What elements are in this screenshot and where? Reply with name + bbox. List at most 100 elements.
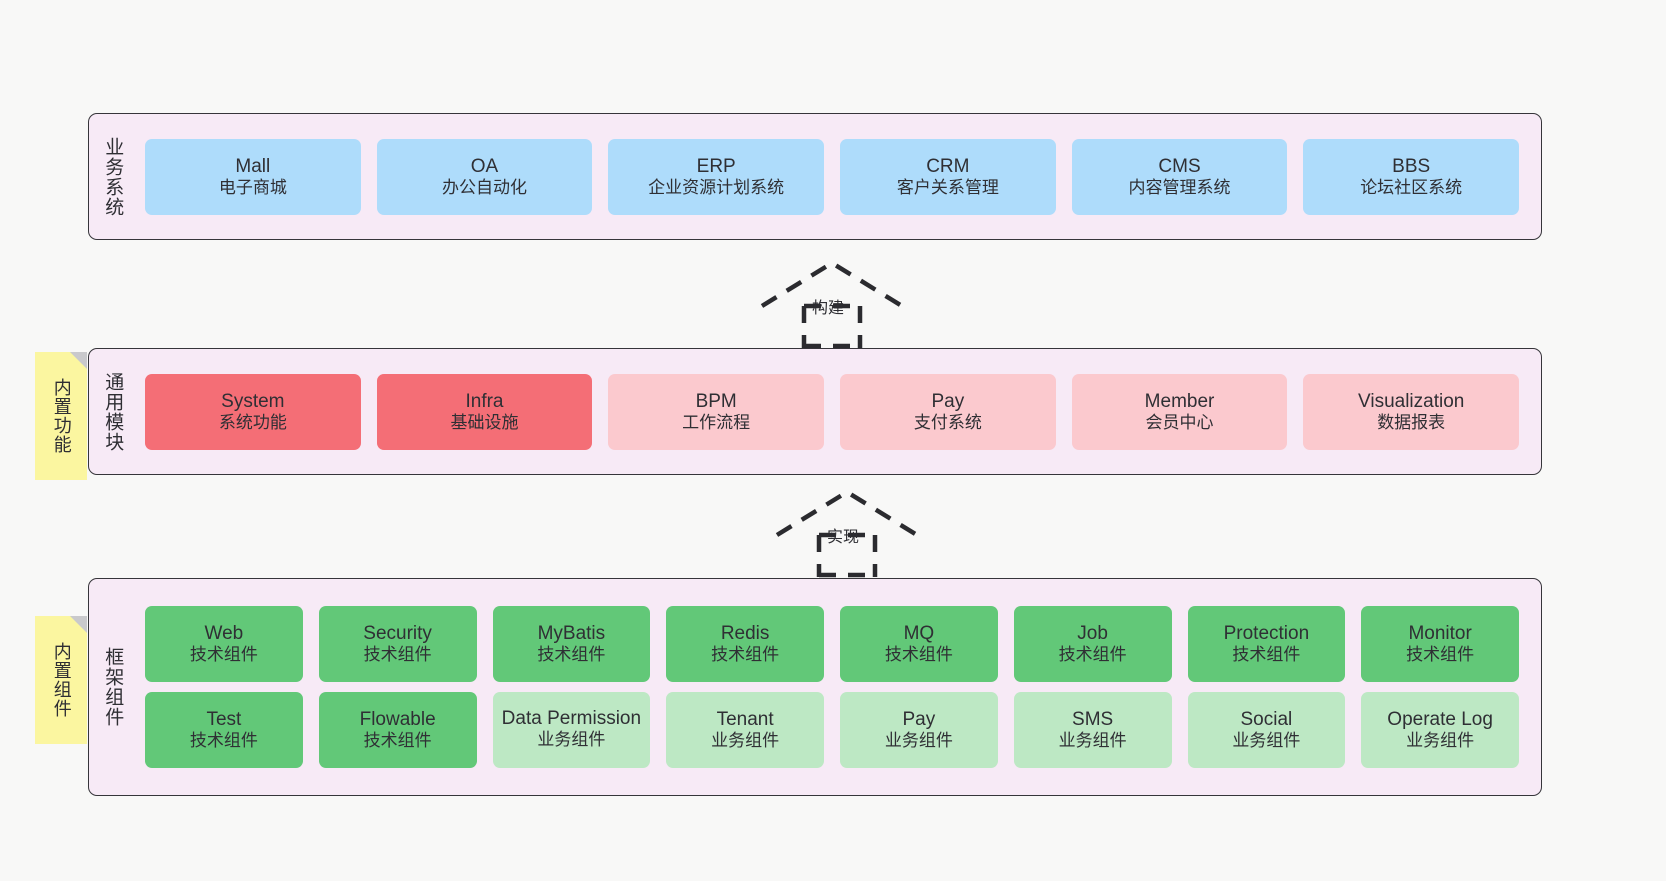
card-mall-en: Mall <box>235 155 271 177</box>
card-data-permission-cn: 业务组件 <box>537 730 606 750</box>
card-cms-cn: 内容管理系统 <box>1128 177 1231 197</box>
card-web-en: Web <box>204 623 244 645</box>
card-oa[interactable]: OA 办公自动化 <box>376 138 593 215</box>
card-oa-cn: 办公自动化 <box>442 177 527 197</box>
card-bpm-en: BPM <box>695 390 737 412</box>
band-business-systems-cards: Mall 电子商城 OA 办公自动化 ERP 企业资源计划系统 CRM 客户关系… <box>135 114 1541 239</box>
band-common-modules-title: 通用模块 <box>102 371 124 452</box>
card-tenant-cn: 业务组件 <box>711 731 780 751</box>
card-member[interactable]: Member 会员中心 <box>1071 373 1288 450</box>
card-redis[interactable]: Redis 技术组件 <box>666 606 824 682</box>
card-mq-cn: 技术组件 <box>884 645 953 665</box>
card-system-cn: 系统功能 <box>218 412 287 432</box>
card-pay-component-cn: 业务组件 <box>884 731 953 751</box>
card-mq-en: MQ <box>903 623 935 645</box>
band-framework-components-cards: Web 技术组件 Security 技术组件 MyBatis 技术组件 Redi… <box>135 579 1541 795</box>
card-mall[interactable]: Mall 电子商城 <box>145 138 361 215</box>
card-bpm[interactable]: BPM 工作流程 <box>608 373 825 450</box>
band-common-modules-cards: System 系统功能 Infra 基础设施 BPM 工作流程 Pay 支付系统… <box>135 349 1541 474</box>
card-security-cn: 技术组件 <box>363 645 432 665</box>
card-bbs-en: BBS <box>1392 155 1431 177</box>
card-mall-cn: 电子商城 <box>218 177 287 197</box>
band-framework-components-title: 框架组件 <box>102 647 124 727</box>
arrow-implement: 实现 <box>767 487 927 578</box>
card-job[interactable]: Job 技术组件 <box>1013 606 1172 682</box>
card-social-cn: 业务组件 <box>1232 731 1301 751</box>
framework-row-business: Test 技术组件 Flowable 技术组件 Data Permission … <box>137 692 1527 768</box>
card-cms[interactable]: CMS 内容管理系统 <box>1071 138 1288 215</box>
card-crm-en: CRM <box>926 155 970 177</box>
card-data-permission-en: Data Permission <box>501 708 642 730</box>
card-test-en: Test <box>206 709 242 731</box>
card-redis-cn: 技术组件 <box>711 645 780 665</box>
card-social[interactable]: Social 业务组件 <box>1187 692 1346 768</box>
card-job-cn: 技术组件 <box>1058 645 1127 665</box>
card-protection-en: Protection <box>1223 623 1310 645</box>
card-security[interactable]: Security 技术组件 <box>318 606 477 682</box>
card-monitor-en: Monitor <box>1408 623 1472 645</box>
card-test-cn: 技术组件 <box>189 731 258 751</box>
card-sms[interactable]: SMS 业务组件 <box>1013 692 1172 768</box>
card-mybatis[interactable]: MyBatis 技术组件 <box>492 606 651 682</box>
sticky-note-builtin-features-label: 内置功能 <box>51 378 72 454</box>
card-pay-component-en: Pay <box>902 709 936 731</box>
card-sms-en: SMS <box>1072 709 1114 731</box>
card-operate-log-en: Operate Log <box>1387 709 1493 731</box>
arrow-implement-glyph <box>775 489 919 578</box>
card-infra[interactable]: Infra 基础设施 <box>376 373 593 450</box>
arrow-build: 构建 <box>752 258 912 349</box>
card-test[interactable]: Test 技术组件 <box>145 692 303 768</box>
card-visualization[interactable]: Visualization 数据报表 <box>1303 373 1520 450</box>
card-sms-cn: 业务组件 <box>1058 731 1127 751</box>
band-framework-components: 框架组件 Web 技术组件 Security 技术组件 MyBatis 技术组件… <box>88 578 1542 796</box>
card-protection[interactable]: Protection 技术组件 <box>1187 606 1346 682</box>
card-operate-log[interactable]: Operate Log 业务组件 <box>1361 692 1519 768</box>
card-infra-cn: 基础设施 <box>450 412 519 432</box>
card-mq[interactable]: MQ 技术组件 <box>840 606 998 682</box>
card-erp-cn: 企业资源计划系统 <box>648 177 785 197</box>
sticky-note-builtin-features: 内置功能 <box>35 352 87 480</box>
card-mybatis-cn: 技术组件 <box>537 645 606 665</box>
card-tenant-en: Tenant <box>716 709 774 731</box>
card-redis-en: Redis <box>720 623 770 645</box>
card-flowable[interactable]: Flowable 技术组件 <box>318 692 477 768</box>
card-flowable-en: Flowable <box>359 709 436 731</box>
card-pay-module-cn: 支付系统 <box>913 412 982 432</box>
card-crm[interactable]: CRM 客户关系管理 <box>840 138 1056 215</box>
arrow-build-glyph <box>760 260 904 349</box>
card-infra-en: Infra <box>465 390 504 412</box>
card-operate-log-cn: 业务组件 <box>1406 731 1475 751</box>
sticky-note-builtin-components-label: 内置组件 <box>51 642 72 718</box>
band-common-modules: 通用模块 System 系统功能 Infra 基础设施 BPM 工作流程 Pay… <box>88 348 1542 475</box>
arrow-build-label: 构建 <box>812 300 845 317</box>
card-bpm-cn: 工作流程 <box>682 412 751 432</box>
card-pay-module[interactable]: Pay 支付系统 <box>840 373 1056 450</box>
card-bbs-cn: 论坛社区系统 <box>1360 177 1463 197</box>
card-erp-en: ERP <box>696 155 736 177</box>
card-visualization-en: Visualization <box>1358 390 1465 412</box>
card-bbs[interactable]: BBS 论坛社区系统 <box>1303 138 1520 215</box>
card-web[interactable]: Web 技术组件 <box>145 606 303 682</box>
card-security-en: Security <box>363 623 432 645</box>
card-member-cn: 会员中心 <box>1145 412 1214 432</box>
card-web-cn: 技术组件 <box>189 645 258 665</box>
sticky-fold-icon <box>70 352 87 369</box>
card-flowable-cn: 技术组件 <box>363 731 432 751</box>
card-erp[interactable]: ERP 企业资源计划系统 <box>608 138 825 215</box>
card-monitor[interactable]: Monitor 技术组件 <box>1361 606 1519 682</box>
band-business-systems-title: 业务系统 <box>102 136 124 217</box>
card-pay-component[interactable]: Pay 业务组件 <box>840 692 998 768</box>
sticky-fold-icon <box>70 616 87 633</box>
card-tenant[interactable]: Tenant 业务组件 <box>666 692 824 768</box>
band-business-systems: 业务系统 Mall 电子商城 OA 办公自动化 ERP 企业资源计划系统 CRM… <box>88 113 1542 240</box>
card-data-permission[interactable]: Data Permission 业务组件 <box>492 692 651 768</box>
card-cms-en: CMS <box>1158 155 1201 177</box>
card-system[interactable]: System 系统功能 <box>145 373 361 450</box>
card-oa-en: OA <box>470 155 499 177</box>
card-crm-cn: 客户关系管理 <box>896 177 999 197</box>
card-monitor-cn: 技术组件 <box>1406 645 1475 665</box>
card-social-en: Social <box>1240 709 1293 731</box>
card-system-en: System <box>221 390 285 412</box>
arrow-implement-label: 实现 <box>827 529 860 546</box>
